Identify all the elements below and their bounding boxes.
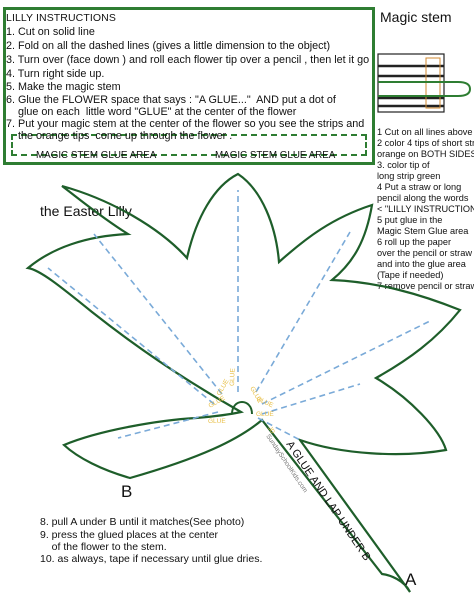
instruction-step: 2. Fold on all the dashed lines (gives a… (6, 40, 331, 52)
stem-step: orange on BOTH SIDES (377, 149, 474, 159)
glue-area-label: MAGIC STEM GLUE AREA (215, 150, 336, 161)
instruction-step: glue on each little word "GLUE" at the c… (6, 106, 297, 118)
fold-line (261, 319, 433, 405)
instruction-step: 3. Turn over (face down ) and roll each … (6, 54, 370, 66)
small-mark: JD (266, 426, 275, 436)
stem-step: 2 color 4 tips of short strips (377, 138, 474, 148)
bottom-step: 8. pull A under B until it matches(See p… (40, 516, 245, 528)
fold-line (261, 383, 361, 415)
stem-step: 3. color tip of (377, 160, 430, 170)
fold-line (257, 417, 301, 441)
lilly-title: the Easter Lilly (40, 203, 132, 219)
glue-mark: GLUE (256, 411, 274, 418)
instruction-step: 5. Make the magic stem (6, 81, 121, 93)
fold-lines (47, 190, 433, 441)
lap-label: A GLUE AND LAP UNDER B (284, 439, 373, 563)
stem-step: long strip green (377, 171, 441, 181)
stem-step: 1 Cut on all lines above (377, 127, 473, 137)
stem-step: (Tape if needed) (377, 270, 444, 280)
stem-step: over the pencil or straw (377, 248, 472, 258)
glue-strip-border (11, 134, 367, 156)
lilly-pattern: GLUE GLUE GLUE GLUE GLUE GLUE GLUE A GLU… (25, 172, 462, 593)
stem-step: 5 put glue in the (377, 215, 443, 225)
label-a: A (405, 570, 417, 589)
magic-stem-title: Magic stem (380, 9, 452, 25)
bottom-step: 9. press the glued places at the center (40, 529, 219, 541)
glue-mark: GLUE (208, 418, 226, 425)
bottom-step: of the flower to the stem. (40, 541, 167, 553)
instructions-panel (3, 7, 375, 165)
fold-line (117, 411, 219, 439)
instruction-step: the orange tips come up through the flow… (6, 130, 233, 142)
center-notch (231, 401, 253, 415)
stem-step: Magic Stem Glue area (377, 226, 469, 236)
label-b: B (121, 482, 133, 501)
stem-step: 7 remove pencil or straw (377, 281, 474, 291)
stem-step: < "LILLY INSTRUCTIONS"> (377, 204, 474, 214)
bottom-step: 10. as always, tape if necessary until g… (40, 553, 263, 565)
stem-step: pencil along the words (377, 193, 469, 203)
instructions-title: LILLY INSTRUCTIONS (6, 12, 116, 24)
instruction-step: 4. Turn right side up. (6, 68, 105, 80)
instruction-step: 1. Cut on solid line (6, 26, 95, 38)
instruction-step: 6. Glue the FLOWER space that says : "A … (6, 94, 336, 106)
glue-area-label: MAGIC STEM GLUE AREA (36, 150, 157, 161)
fold-line (93, 233, 223, 395)
fold-line (255, 231, 351, 393)
stem-step: 4 Put a straw or long (377, 182, 462, 192)
stem-step: and into the glue area (377, 259, 466, 269)
glue-mark: GLUE (255, 395, 275, 409)
magic-stem-cutout (377, 53, 472, 113)
glue-mark: GLUE (229, 367, 237, 386)
stem-step: 6 roll up the paper (377, 237, 452, 247)
flower-outline (25, 172, 462, 593)
fold-line (47, 267, 215, 405)
instruction-step: 7. Put your magic stem at the center of … (6, 118, 365, 130)
glue-mark: GLUE (208, 394, 227, 409)
long-strip (378, 81, 472, 97)
